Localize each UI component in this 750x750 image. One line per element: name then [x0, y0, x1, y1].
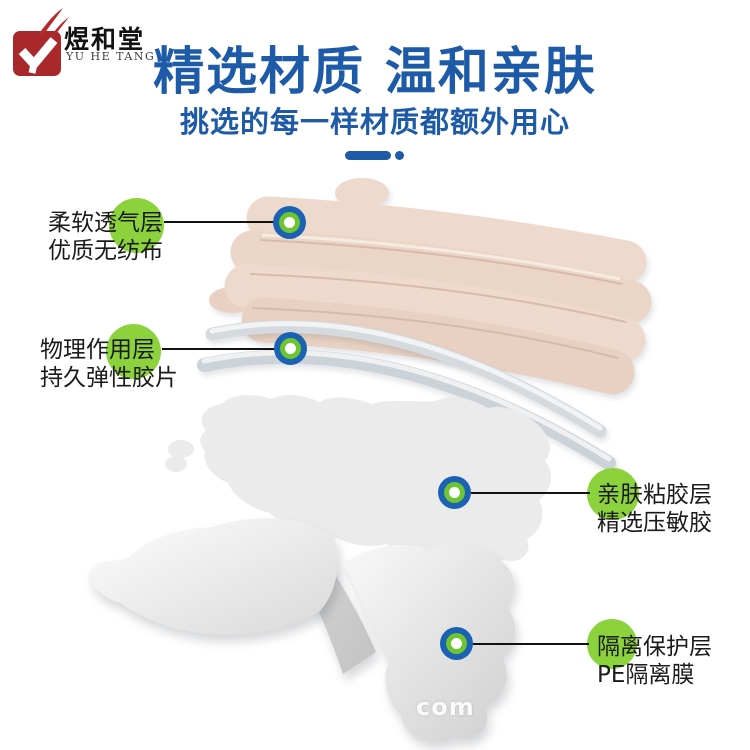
- marker-green-ring: [279, 212, 300, 233]
- marker-white-core: [451, 638, 462, 649]
- marker-green-ring: [446, 633, 467, 654]
- annotation-circle-adhesive-layer: [587, 468, 639, 520]
- annotation-circle-isolation-layer: [587, 619, 637, 669]
- annotation-title: 物理作用层: [40, 337, 155, 363]
- annotation-desc: 精选压敏胶: [597, 510, 712, 536]
- annotation-physical-layer: 物理作用层 持久弹性胶片: [40, 336, 178, 392]
- annotation-circle-physical-layer: [106, 324, 161, 379]
- annotation-adhesive-layer: 亲肤粘胶层 精选压敏胶: [597, 481, 712, 537]
- watermark-text: com: [416, 693, 475, 721]
- marker-green-ring: [280, 338, 301, 359]
- annotation-title: 隔离保护层: [597, 634, 712, 660]
- annotation-isolation-layer: 隔离保护层 PE隔离膜: [597, 633, 712, 689]
- brand-logo: [13, 31, 61, 76]
- layer-soft-fabric: [209, 178, 652, 395]
- annotation-circle-soft-layer: [109, 198, 164, 253]
- annotation-desc: 持久弹性胶片: [40, 365, 178, 391]
- marker-white-core: [449, 487, 460, 498]
- speed-lines-icon: [38, 8, 69, 38]
- bullseye-marker-adhesive-layer-icon: [438, 476, 471, 509]
- annotation-title: 亲肤粘胶层: [597, 482, 712, 508]
- layer-elastic-strips: [197, 320, 616, 470]
- bullseye-marker-isolation-layer-icon: [440, 627, 473, 660]
- page-subtitle: 挑选的每一样材质都额外用心: [179, 105, 570, 139]
- page-title: 精选材质 温和亲肤: [153, 43, 597, 102]
- annotation-desc: PE隔离膜: [597, 662, 695, 688]
- annotation-desc: 优质无纺布: [48, 238, 163, 264]
- title-divider-dash: [345, 151, 391, 160]
- layer-pe-film: [89, 518, 516, 742]
- brand-name-en: YU HE TANG: [66, 50, 156, 63]
- bullseye-marker-physical-layer-icon: [274, 332, 307, 365]
- marker-green-ring: [444, 482, 465, 503]
- connector-line-adhesive-layer: [471, 492, 590, 494]
- connector-line-soft-layer: [164, 221, 276, 223]
- connector-line-physical-layer: [162, 348, 277, 350]
- checkmark-logo-icon: [18, 37, 58, 74]
- title-divider-dot: [395, 151, 404, 160]
- bullseye-marker-soft-layer-icon: [273, 206, 306, 239]
- brand-name-cn: 煜和堂: [64, 25, 146, 54]
- annotation-title: 柔软透气层: [48, 210, 163, 236]
- marker-white-core: [284, 217, 295, 228]
- marker-white-core: [285, 343, 296, 354]
- connector-line-isolation-layer: [473, 643, 589, 645]
- annotation-soft-layer: 柔软透气层 优质无纺布: [48, 209, 163, 265]
